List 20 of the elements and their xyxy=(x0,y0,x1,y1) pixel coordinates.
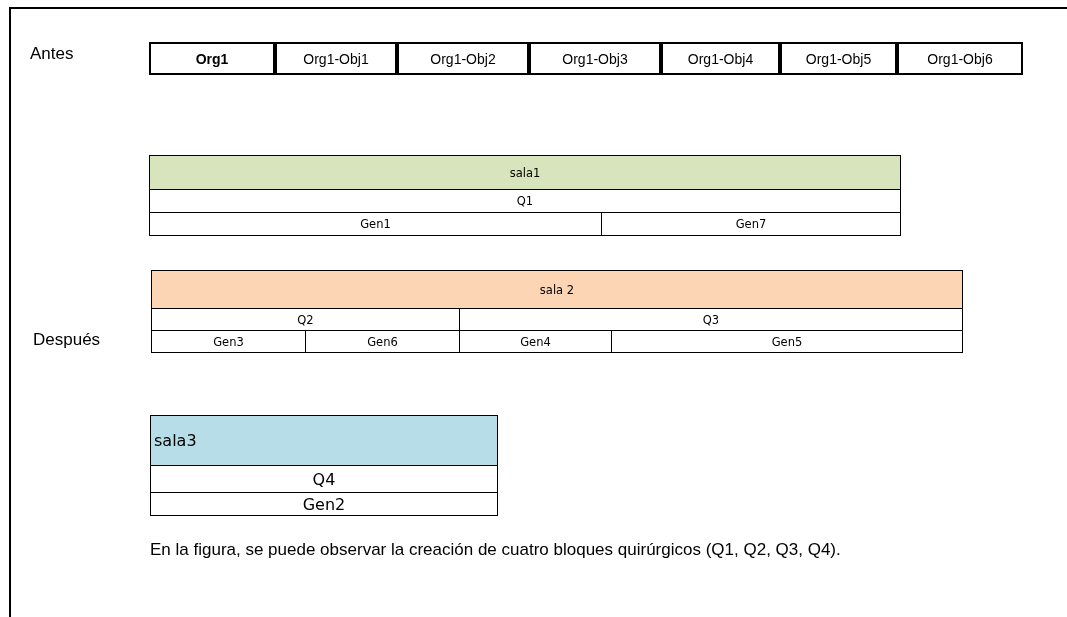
caption-text: En la figura, se puede observar la creación de cuatro bloques quirúrgicos (Q1, Q2, Q3, Q4). xyxy=(150,540,842,559)
room-band: sala1 xyxy=(149,155,901,190)
table-cell: Q1 xyxy=(149,189,901,213)
table-cell: Org1-Obj2 xyxy=(397,42,529,75)
table-cell: Org1-Obj4 xyxy=(661,42,780,75)
table-cell: Gen5 xyxy=(611,330,963,353)
table-cell: Org1-Obj6 xyxy=(897,42,1023,75)
table-cell: Org1-Obj3 xyxy=(529,42,661,75)
room-band: sala 2 xyxy=(151,270,963,309)
table-cell: Org1-Obj1 xyxy=(275,42,397,75)
row-label: Después xyxy=(33,330,101,350)
table-cell: Gen3 xyxy=(151,330,306,353)
table-cell: Gen2 xyxy=(150,492,498,516)
table-cell: Q4 xyxy=(150,465,498,493)
table-cell: Org1-Obj5 xyxy=(780,42,897,75)
header-cell: Org1 xyxy=(149,42,275,75)
table-cell: Gen7 xyxy=(601,212,901,236)
room-band: sala3 xyxy=(150,415,498,466)
row-label: Antes xyxy=(30,44,74,64)
table-cell: Gen1 xyxy=(149,212,602,236)
